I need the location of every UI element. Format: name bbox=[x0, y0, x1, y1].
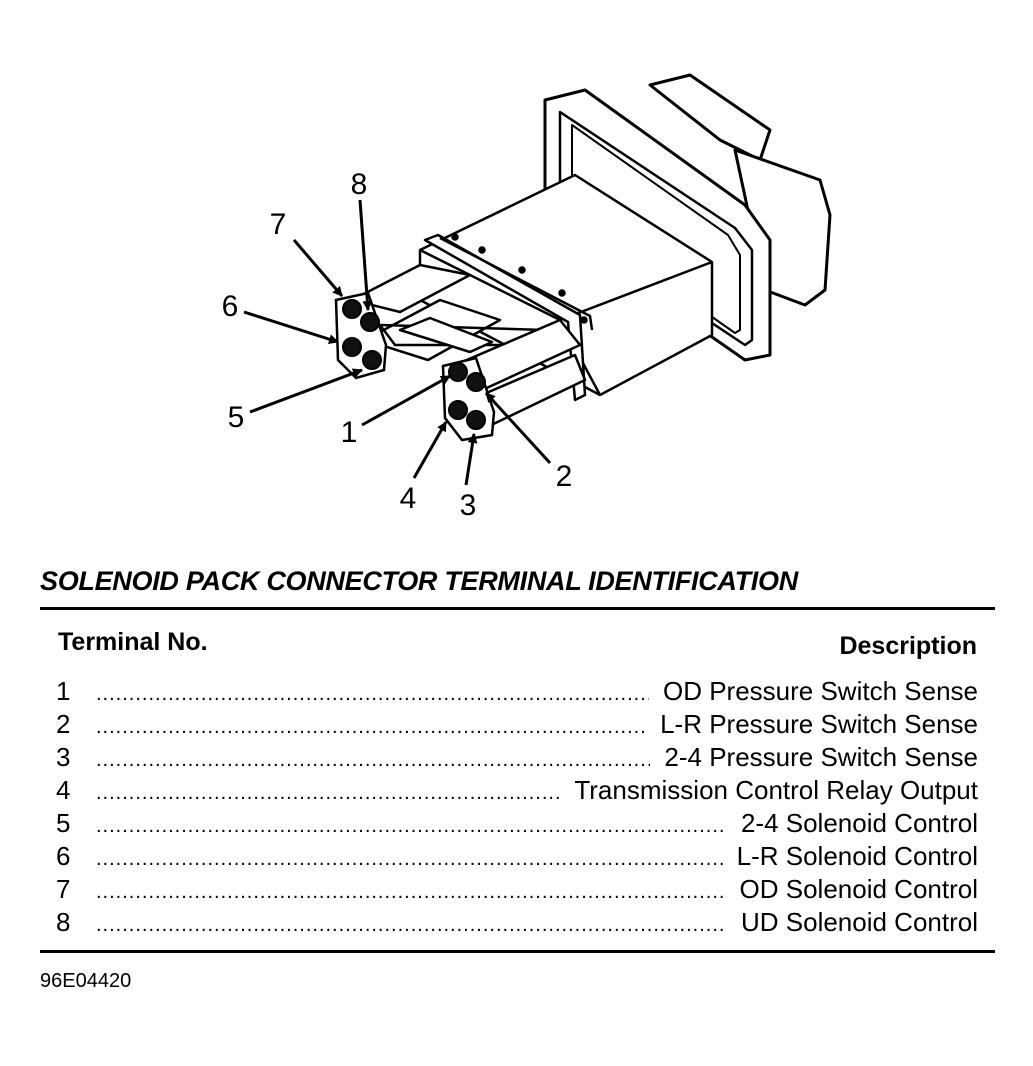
dot-leader: ........................................… bbox=[96, 683, 649, 705]
table-row: 2 ......................................… bbox=[56, 709, 978, 742]
callout-6: 6 bbox=[222, 290, 239, 323]
terminal-number: 4 bbox=[56, 775, 71, 805]
terminal-number: 2 bbox=[56, 709, 71, 739]
solenoid-pack-connector-illustration: 7 8 6 5 1 2 3 4 bbox=[222, 73, 832, 522]
callout-leaders bbox=[243, 199, 552, 486]
dot-leader: ........................................… bbox=[96, 848, 723, 870]
divider-top bbox=[40, 607, 995, 610]
column-header-terminal: Terminal No. bbox=[58, 628, 208, 656]
terminal-description: OD Pressure Switch Sense bbox=[662, 676, 978, 706]
terminal-description: 2-4 Pressure Switch Sense bbox=[664, 742, 978, 772]
callout-2: 2 bbox=[556, 460, 573, 493]
terminal-number: 1 bbox=[56, 676, 71, 706]
terminal-number: 7 bbox=[56, 874, 71, 904]
terminal-description: L-R Pressure Switch Sense bbox=[660, 709, 978, 739]
leader-7 bbox=[292, 239, 344, 297]
leader-5 bbox=[249, 368, 363, 414]
table-title: SOLENOID PACK CONNECTOR TERMINAL IDENTIF… bbox=[40, 566, 798, 596]
terminal-number: 6 bbox=[56, 841, 71, 871]
table-row: 1 ......................................… bbox=[56, 676, 978, 709]
dot-leader: ........................................… bbox=[96, 749, 650, 771]
terminal-number: 8 bbox=[56, 907, 71, 937]
figure-code: 96E04420 bbox=[40, 970, 132, 992]
callout-5: 5 bbox=[228, 401, 245, 434]
terminal-description: UD Solenoid Control bbox=[740, 907, 978, 937]
table-row: 8 ......................................… bbox=[56, 907, 978, 940]
leader-8 bbox=[358, 199, 373, 311]
table-row: 4 ......................................… bbox=[56, 775, 978, 808]
terminal-channels bbox=[350, 263, 587, 430]
dot-leader: ........................................… bbox=[96, 881, 726, 903]
table-row: 6 ......................................… bbox=[56, 841, 978, 874]
table-row: 7 ......................................… bbox=[56, 874, 978, 907]
callout-4: 4 bbox=[400, 482, 417, 515]
callout-1: 1 bbox=[341, 416, 358, 449]
dot-leader: ........................................… bbox=[96, 914, 727, 936]
terminal-number: 3 bbox=[56, 742, 71, 772]
terminal-description: 2-4 Solenoid Control bbox=[740, 808, 978, 838]
table-row: 5 ......................................… bbox=[56, 808, 978, 841]
callout-3: 3 bbox=[460, 489, 477, 522]
leader-6 bbox=[243, 310, 339, 345]
column-header-description: Description bbox=[839, 632, 977, 660]
dot-leader: ........................................… bbox=[96, 716, 647, 738]
leader-3 bbox=[464, 433, 478, 486]
callout-8: 8 bbox=[351, 168, 368, 201]
leader-1 bbox=[361, 374, 451, 427]
leader-2 bbox=[484, 391, 552, 465]
terminal-number: 5 bbox=[56, 808, 71, 838]
dot-leader: ........................................… bbox=[96, 782, 561, 804]
divider-bottom bbox=[40, 950, 995, 953]
terminal-description: Transmission Control Relay Output bbox=[574, 775, 978, 805]
terminal-block-right bbox=[441, 356, 496, 442]
callout-7: 7 bbox=[270, 208, 287, 241]
terminal-description: L-R Solenoid Control bbox=[736, 841, 978, 871]
terminal-table: 1 ......................................… bbox=[56, 676, 978, 940]
terminal-description: OD Solenoid Control bbox=[739, 874, 978, 904]
terminal-block-left bbox=[334, 291, 388, 380]
leader-4 bbox=[412, 421, 448, 479]
callout-labels: 7 8 6 5 1 2 3 4 bbox=[222, 168, 573, 522]
dot-leader: ........................................… bbox=[96, 815, 727, 837]
table-row: 3 ......................................… bbox=[56, 742, 978, 775]
